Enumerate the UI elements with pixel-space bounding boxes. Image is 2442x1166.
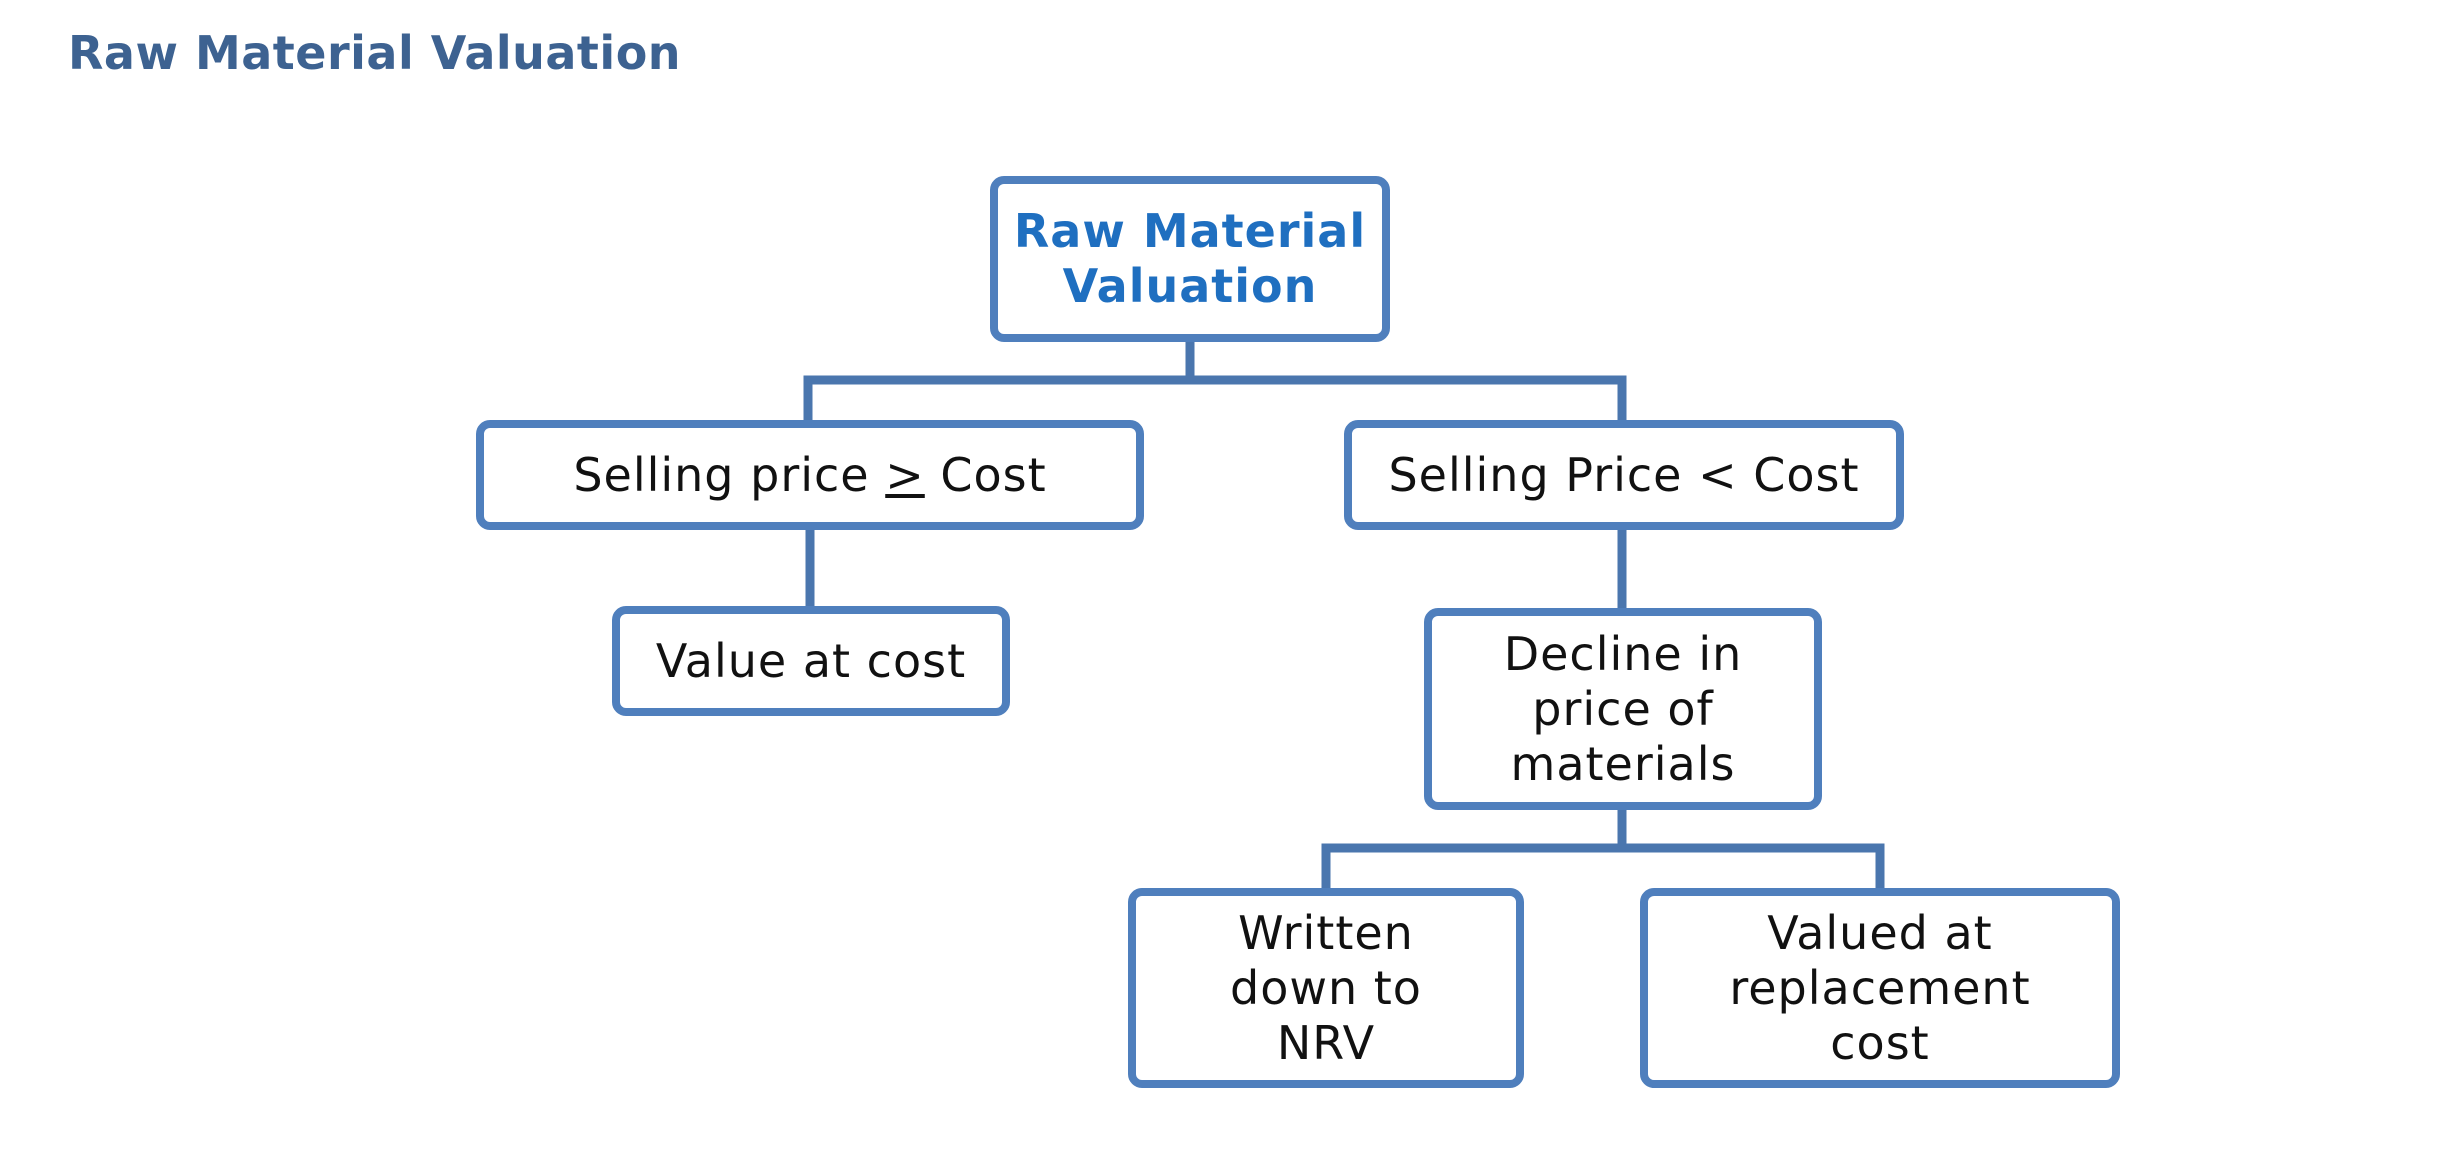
node-written-down-to-nrv: Written down to NRV [1128,888,1524,1088]
node-decline-in-price: Decline in price of materials [1424,608,1822,810]
node-valued-at-replacement-cost: Valued at replacement cost [1640,888,2120,1088]
connector-root-to-level1 [803,337,1627,425]
node-selling-price-ge-cost: Selling price > Cost [476,420,1144,530]
node-value-at-cost: Value at cost [612,606,1010,716]
node-selling-price-lt-cost: Selling Price < Cost [1344,420,1904,530]
connector-decline-to-level3 [1321,805,1885,893]
page-title: Raw Material Valuation [68,26,682,80]
greater-equal-symbol: > [885,447,925,502]
node-raw-material-valuation: Raw Material Valuation [990,176,1390,342]
node-selling-price-ge-cost-label: Selling price > Cost [573,447,1047,502]
